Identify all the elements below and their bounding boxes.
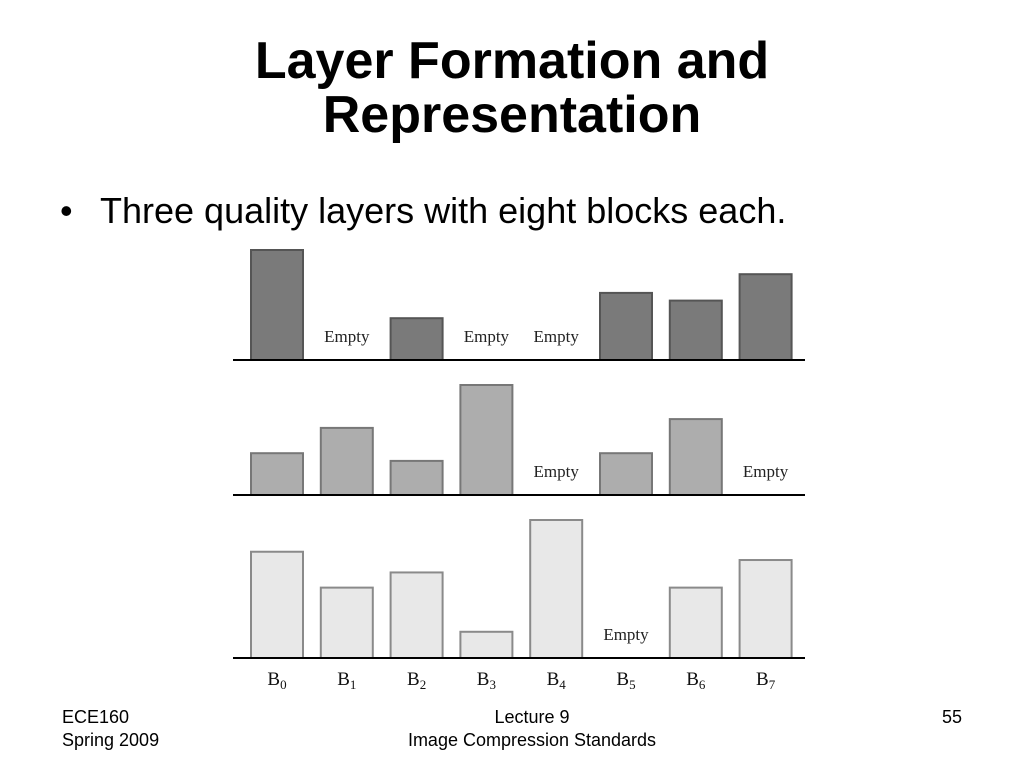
bar [599, 452, 653, 497]
bar [738, 273, 793, 362]
bar [389, 571, 444, 659]
title-line-1: Layer Formation and [254, 32, 770, 90]
x-tick-label: B1 [337, 669, 356, 692]
footer-course: ECE160 [62, 707, 130, 727]
bar [738, 559, 793, 660]
x-tick-label: B4 [547, 669, 567, 692]
bar [250, 550, 304, 659]
bar [319, 426, 374, 496]
footer-page-number: 55 [941, 707, 962, 727]
slide-title: Layer Formation and Representation [0, 34, 1024, 142]
footer-lecture: Lecture 9 [494, 707, 570, 727]
empty-label: Empty [534, 327, 580, 346]
empty-label: Empty [324, 327, 370, 346]
empty-label: Empty [534, 462, 580, 481]
x-tick-label: B7 [756, 669, 776, 692]
bar [668, 418, 723, 497]
bar [599, 291, 653, 361]
bar [668, 299, 723, 362]
bar [529, 519, 584, 659]
x-tick-label: B2 [407, 669, 426, 692]
bar [389, 317, 444, 362]
title-line-2: Representation [322, 86, 702, 144]
bar [668, 586, 723, 659]
bullet-point: • Three quality layers with eight blocks … [60, 191, 786, 231]
bar [389, 459, 444, 496]
bar [250, 249, 304, 361]
bullet-text: Three quality layers with eight blocks e… [100, 190, 787, 231]
x-tick-label: B5 [616, 669, 635, 692]
bullet-marker: • [60, 190, 73, 231]
x-tick-label: B0 [267, 669, 286, 692]
footer-topic: Image Compression Standards [407, 730, 657, 750]
bar [459, 630, 514, 660]
x-tick-label: B3 [477, 669, 496, 692]
bar [459, 384, 514, 496]
footer-lecture-info: Lecture 9 Image Compression Standards [312, 706, 752, 752]
empty-label: Empty [743, 462, 789, 481]
footer-course-info: ECE160 Spring 2009 [62, 706, 159, 752]
empty-label: Empty [464, 327, 510, 346]
empty-label: Empty [603, 625, 649, 644]
x-tick-label: B6 [686, 669, 706, 692]
footer-term: Spring 2009 [62, 730, 160, 750]
bar [319, 586, 374, 659]
bar [250, 452, 304, 497]
